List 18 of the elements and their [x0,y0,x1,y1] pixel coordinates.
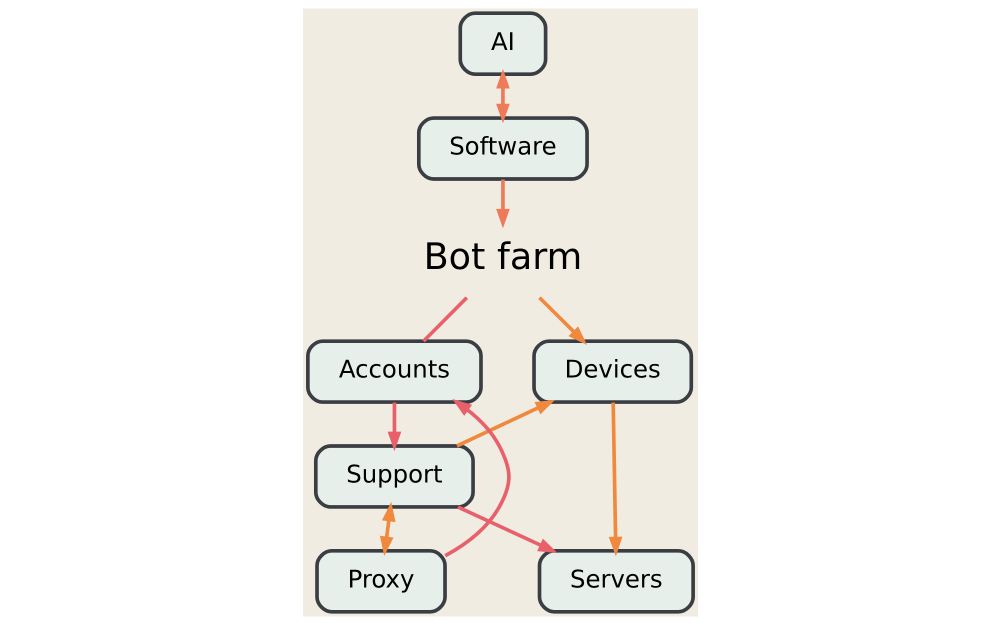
node-box: Proxy [314,549,446,614]
arrow [387,402,401,452]
arrow [538,296,587,346]
arrow [496,180,510,228]
arrow [456,400,555,448]
node-box: Accounts [306,339,482,404]
node-box: Support [313,444,474,509]
arrow [379,502,396,556]
node-box: Software [416,116,588,181]
connector [422,296,468,342]
node-text: Bot farm [423,235,582,278]
arrow [444,398,510,558]
arrow [456,505,558,554]
arrow [496,69,510,124]
arrow [608,402,622,556]
node-box: AI [458,11,547,76]
node-box: Servers [537,549,694,614]
node-box: Devices [532,339,693,404]
